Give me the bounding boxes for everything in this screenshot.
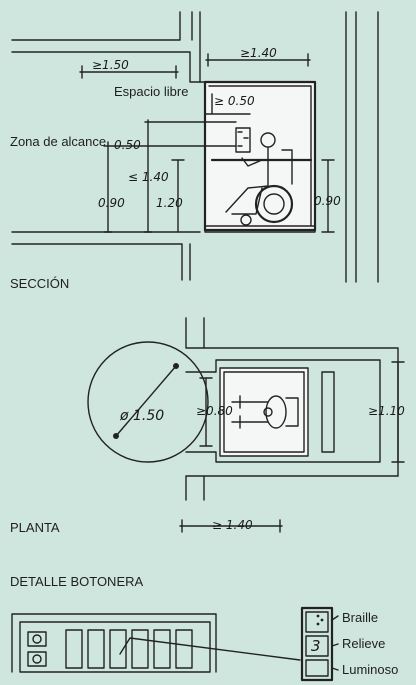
- dim-140-label: ≥1.40: [240, 46, 277, 60]
- cabin-floor: [204, 225, 316, 233]
- shaft-wall-top: [191, 11, 201, 83]
- panel-inner: [19, 621, 211, 673]
- upper-floor-slab: [11, 11, 207, 83]
- plan-wheelchair-figure: [231, 395, 299, 429]
- button-detail: [300, 606, 334, 682]
- plan-door-wall: [185, 359, 381, 463]
- dim-140-reach-label: ≤ 1.40: [128, 170, 169, 184]
- dim-090-left-label: 0.90: [98, 196, 125, 210]
- dim-050-label: 0.50: [114, 138, 141, 152]
- braille-label: Braille: [342, 610, 379, 625]
- panel-title: DETALLE BOTONERA: [10, 574, 144, 589]
- plan-dim-080: [199, 377, 213, 447]
- section-title: SECCIÓN: [10, 276, 70, 291]
- turning-circle: [87, 341, 209, 463]
- dim-line-reach: [103, 119, 237, 233]
- reach-buttons: [235, 127, 251, 153]
- dim-050-top-label: ≥ 0.50: [214, 94, 255, 108]
- zona-alcance-label: Zona de alcance: [10, 134, 107, 149]
- dim-080-label: ≥0.80: [196, 404, 233, 418]
- cabin-inner-wall: [208, 85, 312, 227]
- panel-buttons: [65, 629, 193, 669]
- dim-140-plan-label: ≥ 1.40: [212, 518, 253, 532]
- plan-shaft-bottom: [185, 475, 399, 501]
- wheelchair-user-figure: [225, 132, 294, 226]
- diameter-label: ø 1.50: [120, 408, 165, 424]
- dim-line-090-right: [321, 159, 335, 233]
- dim-150-label: ≥1.50: [92, 58, 129, 72]
- relieve-label: Relieve: [342, 636, 386, 651]
- dim-120-label: 1.20: [156, 196, 183, 210]
- plan-dim-110: [391, 361, 405, 463]
- section-drawing: [11, 11, 379, 283]
- diameter-line: [115, 365, 177, 437]
- dim-line-120: [171, 159, 185, 233]
- button-number: 3: [311, 637, 321, 655]
- dim-110-label: ≥1.10: [368, 404, 405, 418]
- plan-dim-140: [179, 519, 283, 533]
- luminoso-label: Luminoso: [342, 662, 399, 677]
- dim-line-050-top: [205, 93, 251, 115]
- espacio-libre-label: Espacio libre: [114, 84, 189, 99]
- right-shaft-wall: [345, 11, 379, 283]
- plan-handrail: [321, 371, 335, 453]
- elevator-cabin: [203, 80, 317, 232]
- dim-line-140: [205, 53, 311, 67]
- plan-title: PLANTA: [10, 520, 60, 535]
- lower-floor-slab: [11, 231, 201, 281]
- plan-cabin-inner: [223, 371, 305, 453]
- detail-leader: [119, 637, 301, 661]
- plan-drawing: [87, 317, 405, 533]
- dim-090-right-label: 0.90: [314, 194, 341, 208]
- dim-line-150: [79, 65, 179, 79]
- panel-box: [11, 613, 217, 673]
- panel-drawing: [11, 606, 339, 682]
